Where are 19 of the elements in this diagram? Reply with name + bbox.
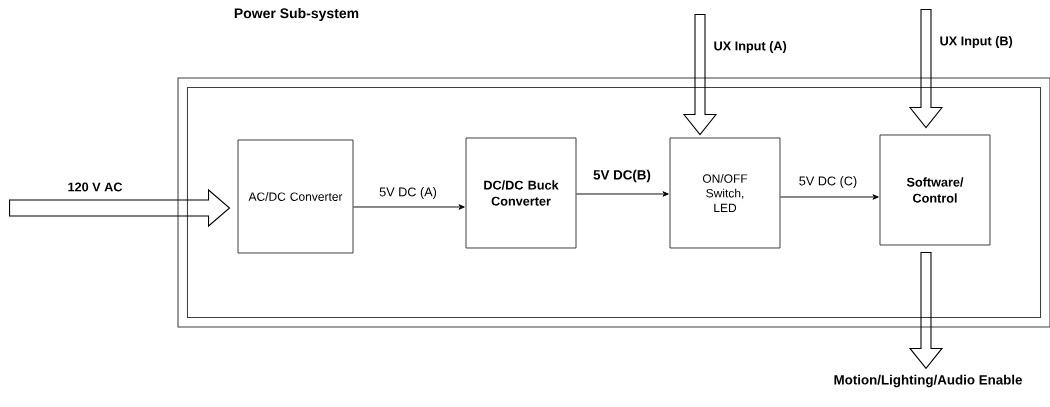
- block-arrow: [908, 9, 944, 129]
- arrow: [353, 204, 465, 210]
- edge-label: Motion/Lighting/Audio Enable: [832, 373, 1024, 389]
- edge-label: 5V DC (A): [377, 185, 439, 201]
- converter-box: DC/DC Buck Converter: [465, 137, 577, 249]
- edge-label: 5V DC(B): [591, 168, 653, 184]
- arrow: [780, 194, 879, 200]
- switch-box: ON/OFF Switch, LED: [669, 137, 781, 249]
- block-arrow: [908, 251, 944, 370]
- edge-label: 5V DC (C): [797, 174, 859, 190]
- arrow: [576, 191, 669, 197]
- edge-label: UX Input (A): [712, 39, 789, 55]
- control-box: Software/ Control: [879, 134, 991, 246]
- converter-box: AC/DC Converter: [237, 139, 354, 254]
- frame-title: Power Sub-system: [234, 7, 359, 21]
- block-arrow: [682, 14, 718, 136]
- block-arrow: [9, 188, 231, 228]
- edge-label: UX Input (B): [938, 34, 1015, 50]
- edge-label: 120 V AC: [66, 181, 124, 193]
